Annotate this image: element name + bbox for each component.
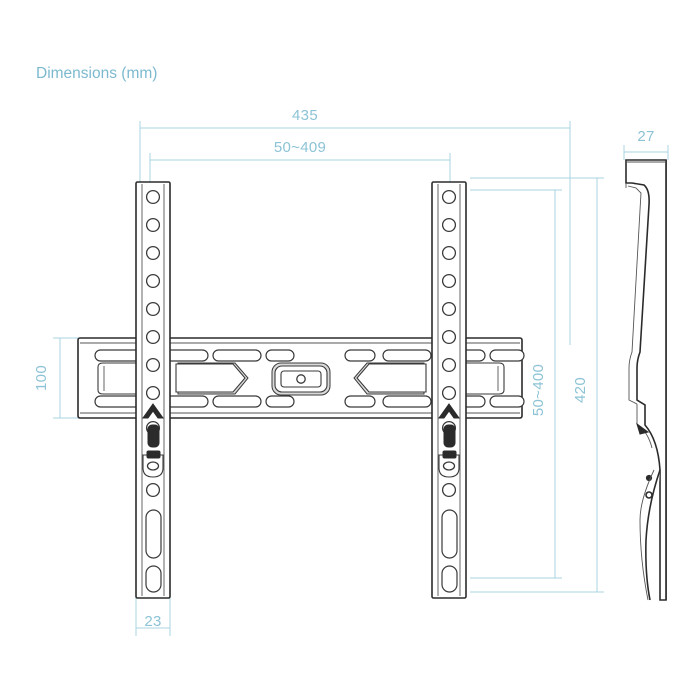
right-vertical-rail bbox=[431, 181, 467, 599]
tapered-cutout-left-inner bbox=[175, 362, 249, 395]
dimension-23: 23 bbox=[135, 598, 171, 636]
dimension-435: 435 bbox=[139, 107, 571, 345]
dimension-420-label: 420 bbox=[572, 377, 589, 403]
dimension-50-409-label: 50~409 bbox=[274, 139, 326, 156]
dimension-27-label: 27 bbox=[637, 128, 654, 145]
right-rail-hole-lower bbox=[441, 482, 457, 498]
dimension-50-400-label: 50~400 bbox=[530, 364, 547, 416]
right-rail-hole-column bbox=[441, 189, 457, 401]
front-view bbox=[77, 181, 525, 599]
dimension-27: 27 bbox=[623, 128, 669, 160]
horizontal-mounting-bar bbox=[77, 337, 525, 419]
left-vertical-rail bbox=[135, 181, 171, 599]
side-view-lower-hole bbox=[645, 491, 653, 499]
left-lock-assembly bbox=[142, 424, 164, 478]
left-arrow-marker bbox=[142, 403, 164, 419]
right-lock-assembly bbox=[438, 424, 460, 478]
dimension-435-label: 435 bbox=[292, 107, 318, 124]
side-view bbox=[625, 159, 667, 601]
tapered-cutout-right-inner bbox=[353, 362, 427, 395]
right-rail-lower-slots bbox=[441, 509, 458, 593]
right-arrow-marker bbox=[438, 403, 460, 419]
center-mount-bracket bbox=[271, 362, 331, 396]
left-rail-hole-lower bbox=[145, 482, 161, 498]
left-rail-lower-slots bbox=[145, 509, 162, 593]
dimension-annotations: 435 50~409 100 bbox=[33, 107, 669, 636]
dimension-100-label: 100 bbox=[33, 365, 50, 391]
left-rail-hole-column bbox=[145, 189, 161, 401]
tapered-cutout-right-outer bbox=[461, 362, 505, 395]
dimension-50-409: 50~409 bbox=[149, 139, 451, 190]
drawing-title: Dimensions (mm) bbox=[36, 65, 157, 82]
tapered-cutout-left-outer bbox=[97, 362, 141, 395]
dimension-50-400: 50~400 bbox=[470, 189, 562, 579]
side-view-upper-hole bbox=[645, 474, 653, 482]
dimension-420: 420 bbox=[470, 177, 604, 593]
dimension-23-label: 23 bbox=[144, 613, 161, 630]
